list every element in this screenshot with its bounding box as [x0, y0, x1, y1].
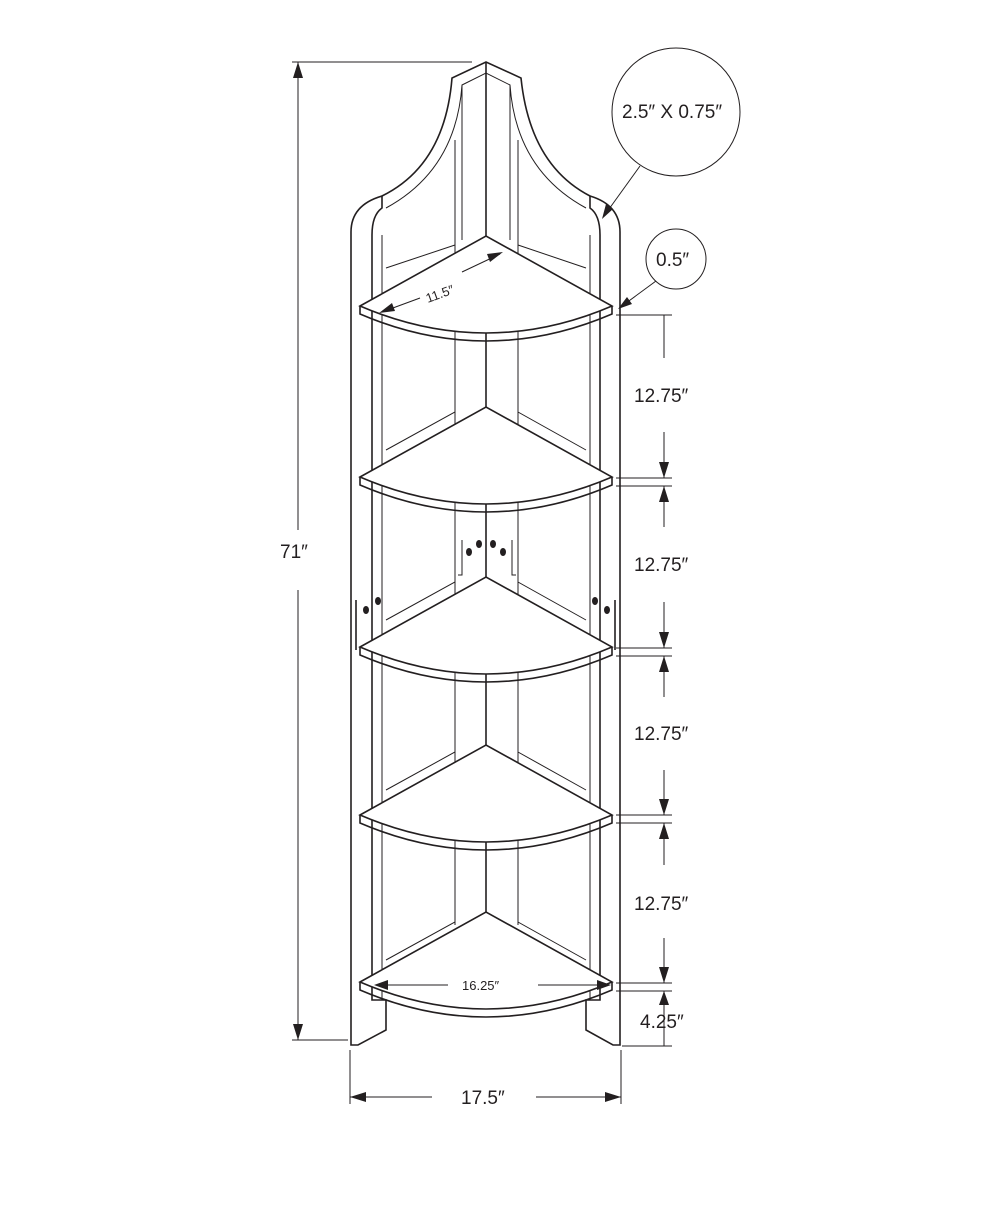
shelf-width-label: 16.25″ [462, 978, 500, 993]
width-dimension: 17.5″ [349, 1050, 622, 1109]
shelf-5 [358, 911, 614, 1018]
height-dimension: 71″ [280, 61, 472, 1041]
shelf-1 [358, 235, 614, 342]
bottom-clearance-label: 4.25″ [640, 1012, 684, 1033]
shelf-3 [358, 576, 614, 683]
shelf-4 [358, 744, 614, 851]
shelf-width-dimension: 16.25″ [374, 978, 611, 993]
right-leg [585, 194, 621, 1046]
shelf-thickness-callout: 0.5″ [618, 228, 707, 309]
left-leg [350, 194, 387, 1046]
shelf-gap-2-label: 12.75″ [634, 555, 689, 576]
total-width-label: 17.5″ [461, 1088, 505, 1109]
shelf-2 [358, 406, 614, 513]
leg-size-label: 2.5″ X 0.75″ [622, 102, 722, 123]
leg-size-callout: 2.5″ X 0.75″ [602, 47, 741, 219]
shelf-thickness-label: 0.5″ [656, 250, 689, 271]
bookcase-frame [350, 61, 621, 1046]
total-height-label: 71″ [280, 542, 308, 563]
shelf-gap-4-label: 12.75″ [634, 894, 689, 915]
shelf-gap-1-label: 12.75″ [634, 386, 689, 407]
shelf-gap-dimensions: 12.75″ 12.75″ 12.75″ 12.75″ 4.25″ [616, 314, 689, 1047]
shelf-gap-3-label: 12.75″ [634, 724, 689, 745]
